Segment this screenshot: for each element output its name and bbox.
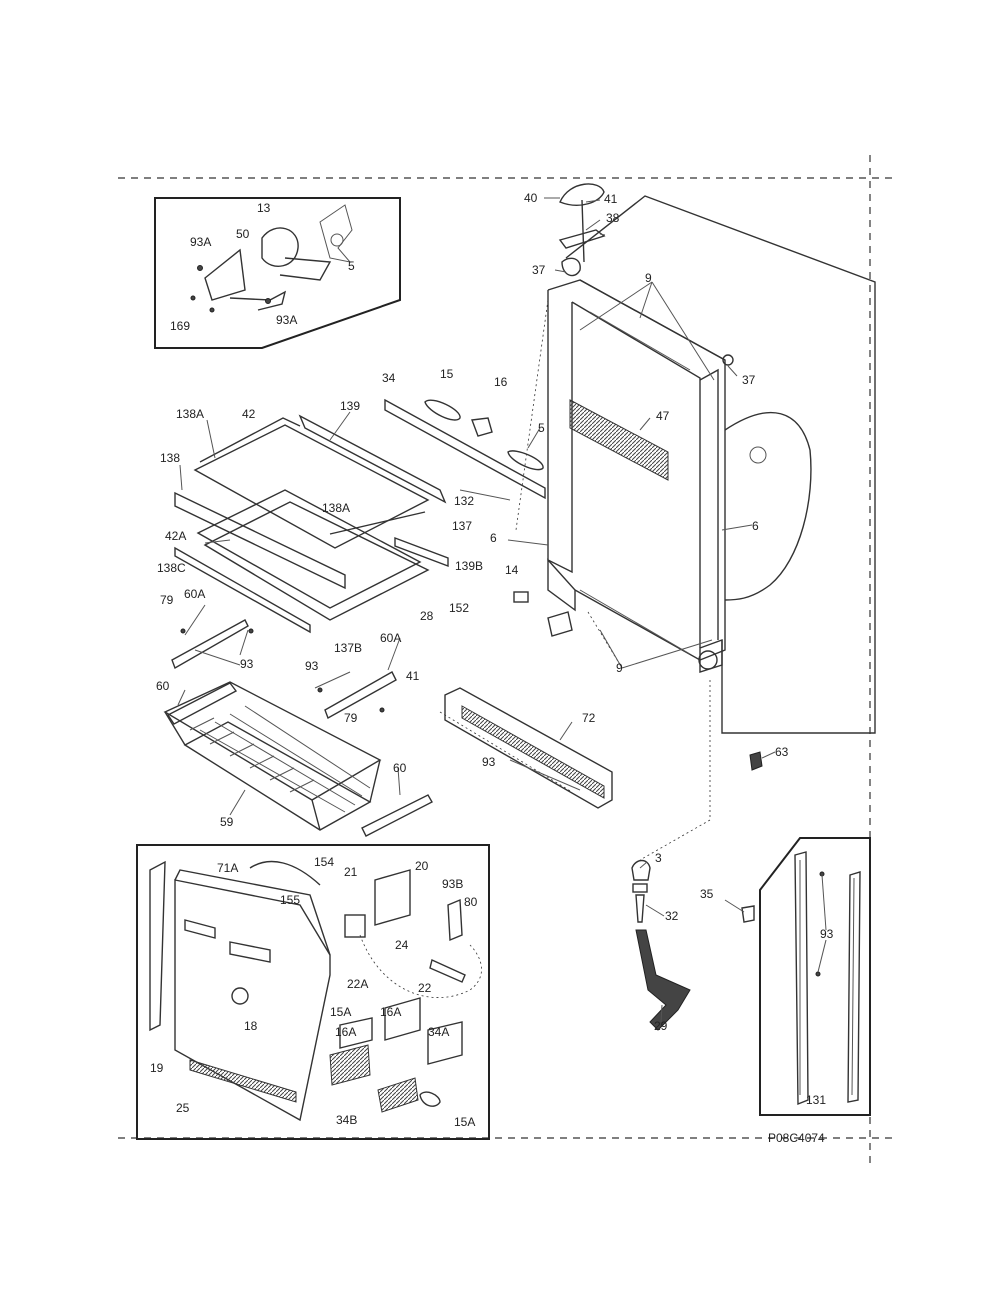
leader-lines	[177, 197, 827, 1023]
callout-137b: 137B	[334, 641, 362, 655]
callout-93a: 93A	[190, 235, 211, 249]
callout-9: 9	[645, 271, 652, 285]
callout-59: 59	[220, 815, 234, 829]
basket-brackets	[171, 619, 397, 720]
callout-71a: 71A	[217, 861, 238, 875]
callout-72: 72	[582, 711, 596, 725]
callout-21: 21	[344, 865, 358, 879]
callout-3: 3	[655, 851, 662, 865]
callout-139b: 139B	[455, 559, 483, 573]
callout-40: 40	[524, 191, 538, 205]
gasket-inset	[759, 837, 871, 1116]
callout-63: 63	[775, 745, 789, 759]
callout-138: 138	[160, 451, 180, 465]
callout-38: 38	[606, 211, 620, 225]
callout-138c: 138C	[157, 561, 186, 575]
callout-15a: 15A	[454, 1115, 475, 1129]
callout-60: 60	[156, 679, 170, 693]
wire-basket	[163, 681, 433, 837]
drain-tube	[631, 859, 691, 1031]
page-frame	[118, 155, 895, 1165]
callout-154: 154	[314, 855, 334, 869]
callout-60a: 60A	[380, 631, 401, 645]
callout-131: 131	[806, 1093, 826, 1107]
callout-42a: 42A	[165, 529, 186, 543]
diagram-code: P08C4074	[768, 1131, 825, 1145]
callout-41: 41	[604, 192, 618, 206]
callout-41: 41	[406, 669, 420, 683]
freezer-cabinet	[513, 195, 876, 861]
callout-22: 22	[418, 981, 432, 995]
callout-79: 79	[160, 593, 174, 607]
callout-16a: 16A	[380, 1005, 401, 1019]
callout-24: 24	[395, 938, 409, 952]
callout-137: 137	[452, 519, 472, 533]
screw-35	[741, 905, 755, 923]
callout-80: 80	[464, 895, 478, 909]
callout-28: 28	[420, 609, 434, 623]
callout-15: 15	[440, 367, 454, 381]
callout-34: 34	[382, 371, 396, 385]
callout-93b: 93B	[442, 877, 463, 891]
callout-16a: 16A	[335, 1025, 356, 1039]
callout-93: 93	[820, 927, 834, 941]
callout-138a: 138A	[176, 407, 204, 421]
callout-37: 37	[742, 373, 756, 387]
callout-15a: 15A	[330, 1005, 351, 1019]
callout-9: 9	[616, 661, 623, 675]
callout-16: 16	[494, 375, 508, 389]
drain-trough	[439, 687, 613, 809]
callout-34b: 34B	[336, 1113, 357, 1127]
callout-93: 93	[482, 755, 496, 769]
callout-93: 93	[240, 657, 254, 671]
callout-25: 25	[176, 1101, 190, 1115]
callout-22a: 22A	[347, 977, 368, 991]
callout-60: 60	[393, 761, 407, 775]
callout-139: 139	[340, 399, 360, 413]
top-hinge-assembly	[558, 183, 606, 277]
callout-37: 37	[532, 263, 546, 277]
glass-shelves	[174, 414, 449, 634]
callout-50: 50	[236, 227, 250, 241]
callout-47: 47	[656, 409, 670, 423]
callout-138a: 138A	[322, 501, 350, 515]
callout-5: 5	[348, 259, 355, 273]
callout-93: 93	[305, 659, 319, 673]
callout-20: 20	[415, 859, 429, 873]
light-rail	[384, 398, 546, 500]
callout-18: 18	[244, 1019, 258, 1033]
callout-6: 6	[490, 531, 497, 545]
screw-63	[749, 751, 763, 771]
callout-155: 155	[280, 893, 300, 907]
callout-169: 169	[170, 319, 190, 333]
callout-14: 14	[505, 563, 519, 577]
callout-5: 5	[538, 421, 545, 435]
callout-79: 79	[344, 711, 358, 725]
fan-motor-inset	[154, 197, 401, 349]
callout-32: 32	[665, 909, 679, 923]
callout-42: 42	[242, 407, 256, 421]
callout-13: 13	[257, 201, 271, 215]
callout-labels: 40 41 38 37 9 37 13 93A 50 5 169 93A 34 …	[150, 191, 834, 1145]
callout-29: 29	[654, 1019, 668, 1033]
callout-34a: 34A	[428, 1025, 449, 1039]
callout-6: 6	[752, 519, 759, 533]
callout-132: 132	[454, 494, 474, 508]
callout-93a: 93A	[276, 313, 297, 327]
control-panel-inset	[136, 844, 490, 1140]
callout-19: 19	[150, 1061, 164, 1075]
callout-152: 152	[449, 601, 469, 615]
callout-60a: 60A	[184, 587, 205, 601]
callout-35: 35	[700, 887, 714, 901]
